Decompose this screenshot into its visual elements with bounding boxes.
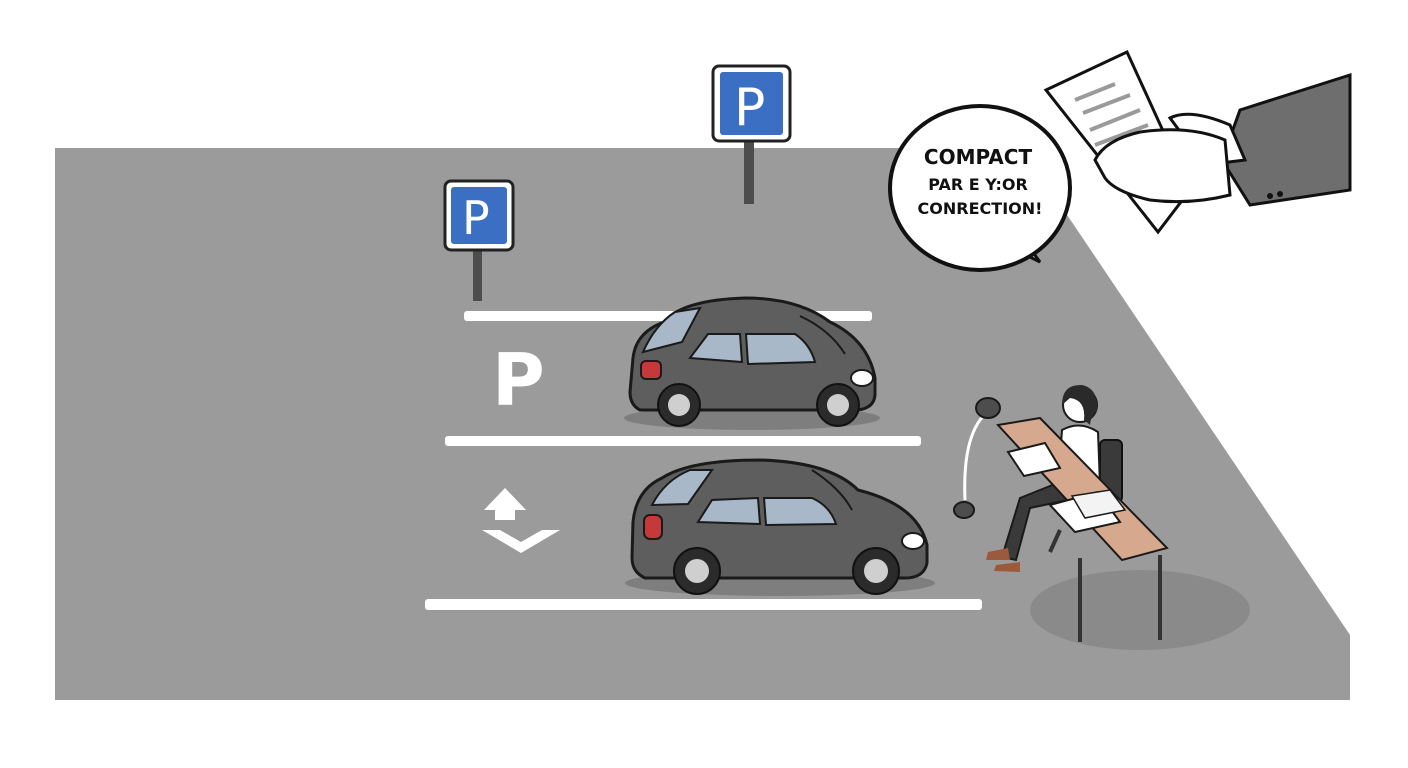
- document-icon: [1006, 441, 1127, 534]
- speech-bubble: COMPACT PAR E Y:OR CONRECTION!: [888, 104, 1072, 272]
- car-icon: [624, 296, 880, 430]
- bubble-line-3: CONRECTION!: [918, 199, 1043, 218]
- lane-line-middle: [445, 436, 921, 446]
- parking-sign-icon: P: [711, 64, 792, 204]
- bubble-line-1: COMPACT: [924, 145, 1033, 169]
- desk-with-attendant: [953, 384, 1250, 650]
- arrow-marking-icon: [482, 488, 560, 553]
- desk-lamp-icon: [953, 397, 1001, 519]
- bubble-line-2: PAR E Y:OR: [928, 175, 1028, 194]
- parking-sign-icon: P: [443, 179, 515, 301]
- sign-letter: P: [734, 78, 765, 138]
- car-icon: [625, 458, 935, 596]
- lane-line-bottom: [425, 599, 982, 610]
- sign-letter: P: [462, 191, 490, 245]
- hand-icon: [1043, 49, 1352, 235]
- pavement-parking-letter: P: [492, 338, 545, 422]
